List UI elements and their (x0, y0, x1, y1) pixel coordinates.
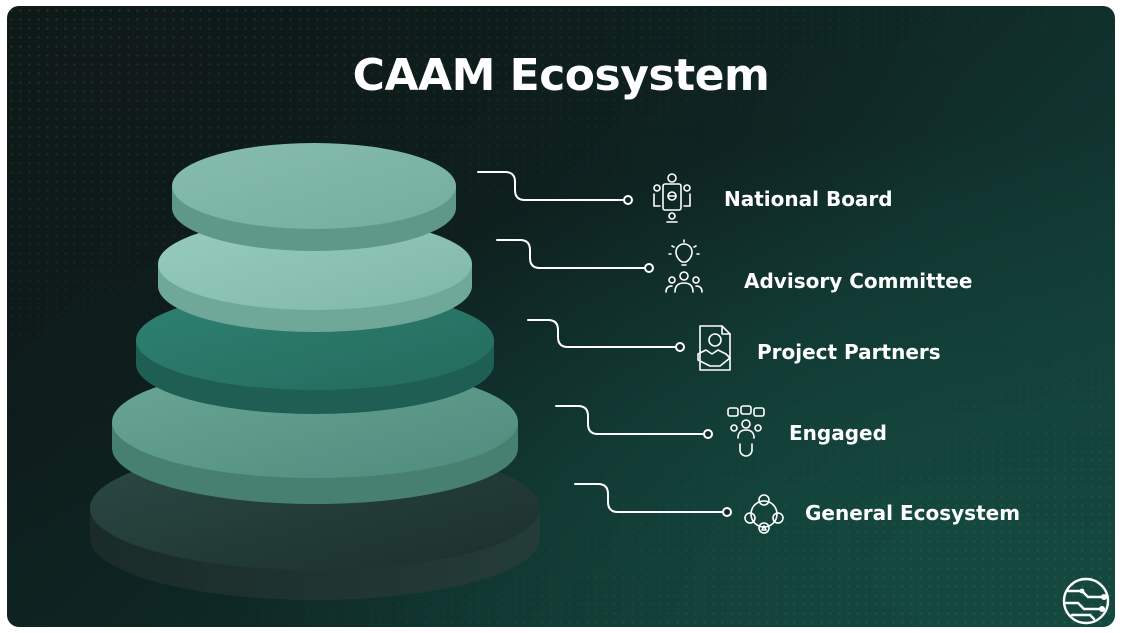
board-meeting-icon (653, 173, 691, 223)
connector-national-board (477, 171, 625, 201)
circuit-globe-logo (1062, 577, 1110, 625)
idea-group-icon (665, 239, 703, 293)
tier-label-engaged: Engaged (789, 421, 887, 445)
connector-lines (477, 171, 724, 513)
connector-end-dots (623, 195, 732, 517)
connector-engaged (555, 405, 705, 435)
handshake-document-icon (697, 325, 731, 371)
tier-label-project-partners: Project Partners (757, 340, 941, 364)
tier-label-advisory-committee: Advisory Committee (744, 269, 973, 293)
connector-general-ecosystem (574, 483, 724, 513)
page-title: CAAM Ecosystem (352, 50, 770, 101)
connector-advisory-committee (496, 239, 646, 269)
network-people-icon (744, 494, 784, 534)
tier-national-board (172, 143, 456, 251)
connector-project-partners (527, 319, 677, 348)
engaged-people-icon (727, 405, 765, 457)
tier-label-general-ecosystem: General Ecosystem (805, 501, 1021, 525)
tier-label-national-board: National Board (724, 187, 893, 211)
